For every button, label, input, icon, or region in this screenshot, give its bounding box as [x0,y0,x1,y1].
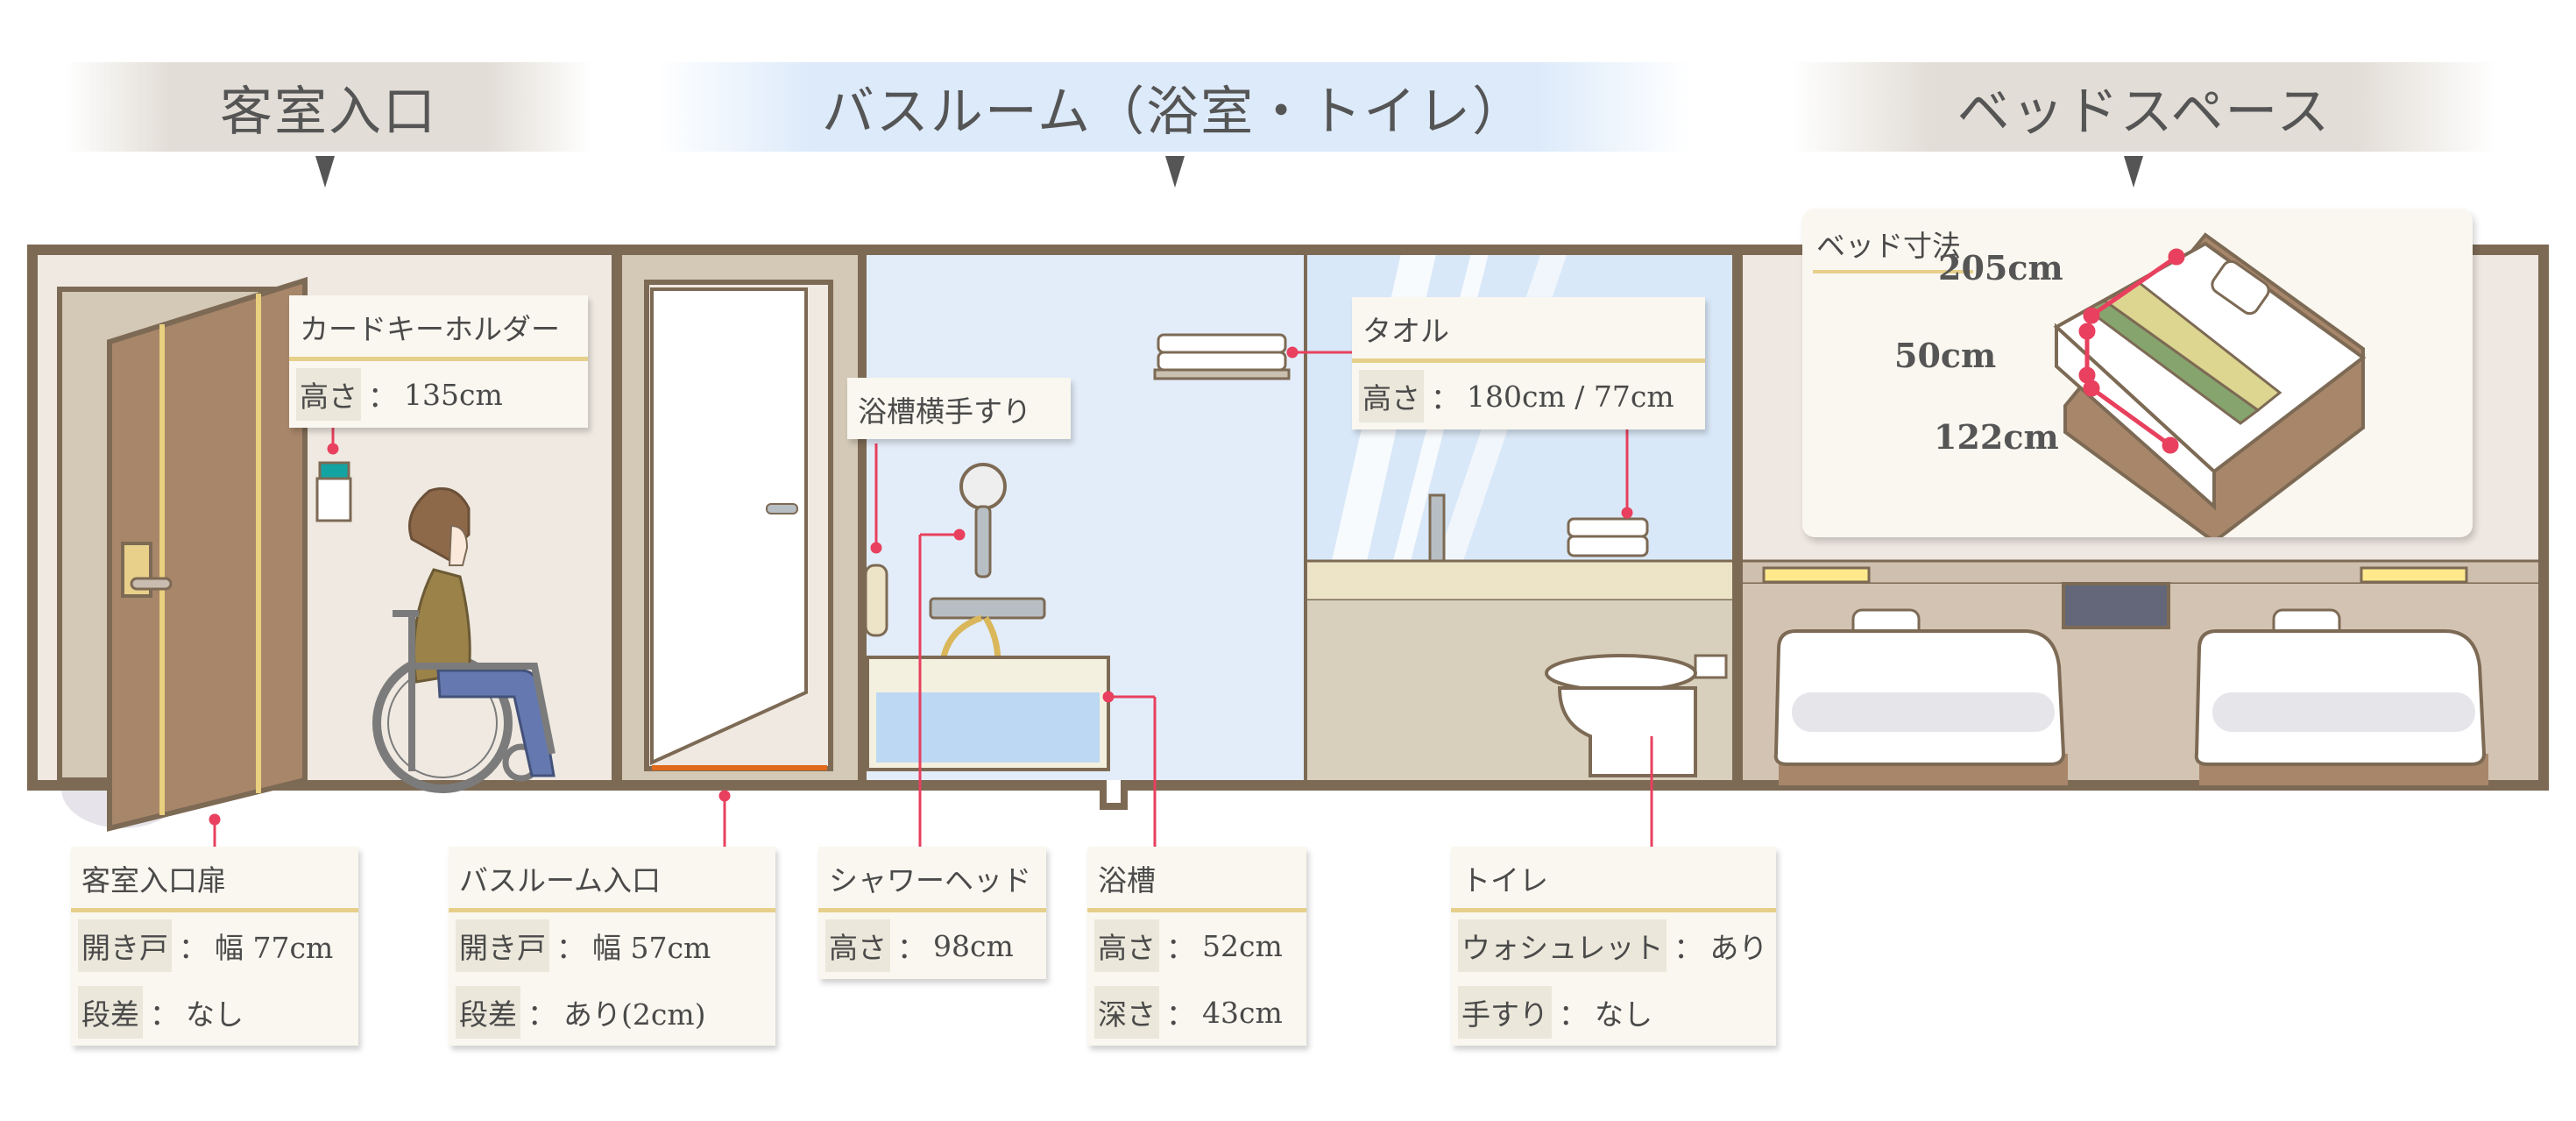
callout-title: シャワーヘッド [818,847,1046,912]
callout-key: 高さ [1359,370,1424,422]
bed-dimensions-panel: ベッド寸法 205cm 50cm 122cm [1802,209,2473,537]
separator: ： [150,997,179,1032]
section-header-bed-space: ベッドスペース [1791,62,2497,152]
callout-value: 幅 77cm [215,931,334,965]
callout-value: 52cm [1202,928,1283,963]
callout-key: 開き戸 [456,919,549,972]
callout-key: 高さ [825,919,890,972]
callout-bath-grab-bar: 浴槽横手すり [847,378,1071,439]
callout-title: 浴槽横手すり [858,394,1031,429]
separator: ： [368,380,397,414]
callout-title: バスルーム入口 [449,847,775,912]
bed-height-label: 50cm [1894,336,1997,375]
callout-title: カードキーホルダー [289,295,588,361]
separator: ： [1431,381,1460,415]
callout-card-key-holder: カードキーホルダー 高さ：135cm [289,295,588,428]
callout-key: 段差 [78,986,143,1039]
separator: ： [1559,997,1588,1032]
arrow-down-icon [2124,156,2143,188]
callout-value: なし [186,997,244,1032]
separator: ： [179,931,208,965]
callout-value: 43cm [1202,995,1283,1030]
bed-right-illustration [2194,608,2488,785]
separator: ： [527,997,556,1032]
callout-value: なし [1595,997,1652,1032]
callout-key: 高さ [1094,919,1159,972]
callout-value: 135cm [404,377,503,412]
callout-value: 98cm [933,928,1014,963]
towels-illustration [1567,517,1649,557]
callout-towel: タオル 高さ：180cm / 77cm [1352,297,1705,429]
separator: ： [1166,997,1195,1032]
bathtub-illustration [866,656,1110,771]
separator: ： [897,931,926,965]
callout-value: 幅 57cm [592,931,711,965]
toilet-illustration [1545,654,1728,777]
bathroom-door-illustration [644,280,833,771]
entrance-door-illustration [57,276,308,832]
callout-value: あり [1709,931,1768,965]
arrow-down-icon [1165,156,1185,188]
bed-length-label: 205cm [1938,248,2063,287]
callout-title: タオル [1352,297,1705,363]
bed-width-label: 122cm [1934,417,2059,457]
callout-toilet: トイレ ウォシュレット：あり 手すり：なし [1451,847,1776,1046]
callout-key: 高さ [296,368,361,421]
callout-shower-head: シャワーヘッド 高さ：98cm [818,847,1046,979]
bed-3d-illustration [2053,232,2367,537]
section-header-entrance: 客室入口 [66,62,591,152]
arrow-down-icon [315,156,335,188]
separator: ： [1166,931,1195,965]
callout-key: 開き戸 [78,919,172,972]
card-key-holder-illustration [318,461,350,480]
grab-bar-illustration [864,564,888,637]
separator: ： [556,931,585,965]
wheelchair-user-illustration [372,487,556,793]
bed-dimensions-title: ベッド寸法 [1813,217,1973,273]
callout-bathtub: 浴槽 高さ：52cm 深さ：43cm [1087,847,1306,1046]
callout-title: 客室入口扉 [71,847,358,912]
tv-illustration [2062,582,2170,629]
callout-key: 深さ [1094,986,1159,1039]
towel-rack-illustration [1153,333,1291,380]
callout-bathroom-entrance: バスルーム入口 開き戸：幅 57cm 段差：あり(2cm) [449,847,775,1046]
separator: ： [1674,931,1703,965]
callout-key: ウォシュレット [1458,919,1667,972]
callout-value: 180cm / 77cm [1467,379,1674,414]
callout-key: 段差 [456,986,520,1039]
callout-entrance-door: 客室入口扉 開き戸：幅 77cm 段差：なし [71,847,358,1046]
callout-key: 手すり [1458,986,1552,1039]
section-header-bathroom: バスルーム（浴室・トイレ） [657,62,1691,152]
bed-left-illustration [1773,608,2068,785]
callout-title: トイレ [1451,847,1776,912]
callout-value: あり(2cm) [563,997,706,1032]
callout-title: 浴槽 [1087,847,1306,912]
